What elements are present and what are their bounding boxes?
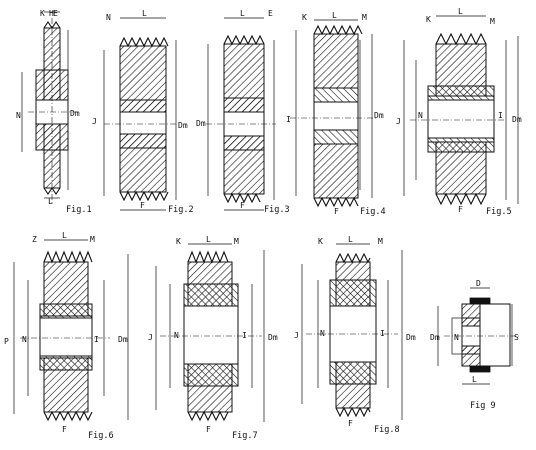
fig5-dim-i: I	[498, 111, 503, 120]
fig1-dim-l: L	[48, 197, 53, 206]
figure-8: K L M J N I Dm F Fig.8	[294, 235, 416, 435]
fig9-caption: Fig 9	[470, 401, 496, 411]
fig1-caption: Fig.1	[66, 205, 92, 215]
fig6-dim-n: N	[22, 335, 27, 344]
figure-3: L E Dm F Fig.3	[196, 9, 290, 215]
fig8-dim-f: F	[348, 419, 353, 428]
fig5-dim-dm: Dm	[512, 115, 522, 124]
fig9-dim-l: L	[472, 375, 477, 384]
fig5-dim-m: M	[490, 17, 495, 26]
figure-2: N L J Dm F Fig.2	[92, 9, 194, 215]
fig3-dim-f: F	[240, 201, 245, 210]
fig8-dim-i: I	[380, 329, 385, 338]
figure-9: D Dm N S L Fig 9	[430, 279, 520, 411]
fig5-caption: Fig.5	[486, 207, 512, 217]
fig6-dim-p: P	[4, 337, 9, 346]
fig4-dim-m: M	[362, 13, 367, 22]
fig4-dim-l: L	[332, 11, 337, 20]
fig8-dim-n: N	[320, 329, 325, 338]
fig5-dim-k: K	[426, 15, 431, 24]
fig1-dim-h: H	[49, 9, 54, 18]
fig6-dim-dm: Dm	[118, 335, 128, 344]
fig3-caption: Fig.3	[264, 205, 290, 215]
fig2-dim-f: F	[140, 201, 145, 210]
fig3-dim-dm: Dm	[196, 119, 206, 128]
fig2-dim-n: N	[106, 13, 111, 22]
fig2-caption: Fig.2	[168, 205, 194, 215]
fig7-dim-j: J	[148, 333, 153, 342]
figure-6: Z L M P N I Dm F Fig.6	[4, 231, 129, 441]
fig2-dim-j: J	[92, 117, 97, 126]
fig8-dim-k: K	[318, 237, 323, 246]
fig6-dim-l: L	[62, 231, 67, 240]
fig5-dim-n: N	[418, 111, 423, 120]
fig8-dim-m: M	[378, 237, 383, 246]
fig1-dim-k: K	[40, 9, 45, 18]
fig7-dim-l: L	[206, 235, 211, 244]
fig8-dim-l: L	[348, 235, 353, 244]
fig7-dim-n: N	[174, 331, 179, 340]
fig7-caption: Fig.7	[232, 431, 258, 441]
figure-7: K L M J N I Dm F Fig.7	[148, 235, 278, 441]
figure-4: K L M I Dm F Fig.4	[286, 11, 386, 217]
fig7-dim-dm: Dm	[268, 333, 278, 342]
fig5-dim-j: J	[396, 117, 401, 126]
fig6-dim-f: F	[62, 425, 67, 434]
fig3-dim-e: E	[268, 9, 273, 18]
fig4-dim-i: I	[286, 115, 291, 124]
fig7-dim-i: I	[242, 331, 247, 340]
figure-5: K L M J N I Dm F Fig.5	[396, 7, 522, 217]
fig7-dim-m: M	[234, 237, 239, 246]
fig7-dim-f: F	[206, 425, 211, 434]
fig6-dim-m: M	[90, 235, 95, 244]
fig5-dim-f: F	[458, 205, 463, 214]
fig4-dim-dm: Dm	[374, 111, 384, 120]
fig5-dim-l: L	[458, 7, 463, 16]
fig8-dim-dm: Dm	[406, 333, 416, 342]
fig4-dim-f: F	[334, 207, 339, 216]
fig6-dim-i: I	[94, 335, 99, 344]
fig8-caption: Fig.8	[374, 425, 400, 435]
fig4-caption: Fig.4	[360, 207, 386, 217]
fig6-caption: Fig.6	[88, 431, 114, 441]
fig6-dim-z: Z	[32, 235, 37, 244]
fig9-dim-d: D	[476, 279, 481, 288]
fig1-dim-dm: Dm	[70, 109, 80, 118]
fig3-dim-l: L	[240, 9, 245, 18]
fig2-dim-dm: Dm	[178, 121, 188, 130]
fig2-dim-l: L	[142, 9, 147, 18]
fig7-dim-k: K	[176, 237, 181, 246]
fig1-dim-e: E	[53, 9, 58, 18]
fig9-dim-dm: Dm	[430, 333, 440, 342]
fig4-dim-k: K	[302, 13, 307, 22]
fig9-dim-s: S	[514, 333, 519, 342]
fig9-dim-n: N	[454, 333, 459, 342]
figure-1: K H E N Dm L Fig.1	[16, 9, 92, 215]
fig1-dim-n: N	[16, 111, 21, 120]
fig8-dim-j: J	[294, 331, 299, 340]
